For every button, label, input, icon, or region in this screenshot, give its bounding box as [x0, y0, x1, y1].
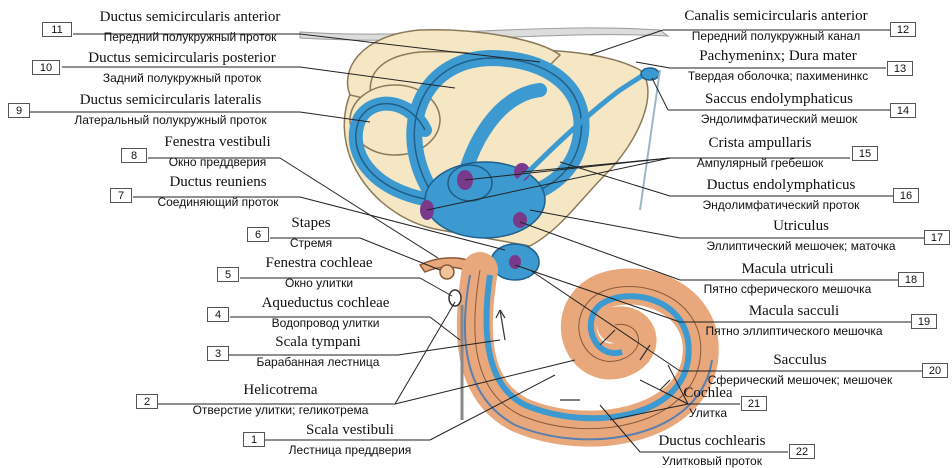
label-fenestra-cochleae: Fenestra cochleae Окно улитки	[244, 256, 394, 289]
label-number-6: 6	[247, 227, 269, 242]
label-number-21: 21	[741, 396, 767, 411]
label-number-19: 19	[911, 314, 937, 329]
label-crista-ampullaris: Crista ampullaris Ампулярный гребешок	[672, 136, 848, 169]
label-cochlea: Cochlea Улитка	[678, 386, 738, 419]
label-number-18: 18	[898, 272, 924, 287]
latin-term: Ductus endolymphaticus	[672, 178, 890, 193]
latin-term: Pachymeninx; Dura mater	[672, 49, 884, 64]
russian-term: Улитковый проток	[638, 455, 786, 467]
russian-term: Твердая оболочка; пахименинкс	[672, 70, 884, 82]
russian-term: Стремя	[272, 237, 350, 249]
label-number-8: 8	[121, 148, 147, 163]
russian-term: Отверстие улитки; геликотрема	[168, 404, 393, 416]
label-number-20: 20	[922, 363, 948, 378]
russian-term: Эндолимфатический мешок	[670, 113, 888, 125]
russian-term: Задний полукружный проток	[68, 72, 296, 84]
label-number-3: 3	[207, 346, 229, 361]
label-scala-vestibuli: Scala vestibuli Лестница преддверия	[270, 423, 430, 456]
label-pachymeninx-dura-mater: Pachymeninx; Dura mater Твердая оболочка…	[672, 49, 884, 82]
russian-term: Передний полукружный канал	[665, 30, 887, 42]
russian-term: Эллиптический мешочек; маточка	[680, 240, 922, 252]
label-number-2: 2	[136, 394, 158, 409]
label-number-4: 4	[207, 307, 229, 322]
label-utriculus: Utriculus Эллиптический мешочек; маточка	[680, 219, 922, 252]
latin-term: Ductus reuniens	[138, 175, 298, 190]
russian-term: Передний полукружный проток	[80, 31, 300, 43]
russian-term: Пятно сферического мешочка	[680, 283, 895, 295]
label-sacculus: Sacculus Сферический мешочек; мешочек	[680, 353, 920, 386]
label-fenestra-vestibuli: Fenestra vestibuli Окно преддверия	[150, 135, 285, 168]
label-macula-utriculi: Macula utriculi Пятно сферического мешоч…	[680, 262, 895, 295]
label-number-5: 5	[217, 267, 239, 282]
cochlea-outer	[465, 270, 712, 439]
label-number-7: 7	[110, 188, 132, 203]
label-number-14: 14	[890, 103, 916, 118]
latin-term: Helicotrema	[168, 383, 393, 398]
label-ductus-semicircularis-anterior: Ductus semicircularis anterior Передний …	[80, 10, 300, 43]
label-ductus-endolymphaticus: Ductus endolymphaticus Эндолимфатический…	[672, 178, 890, 211]
russian-term: Пятно эллиптического мешочка	[680, 325, 908, 337]
latin-term: Macula sacculi	[680, 304, 908, 319]
latin-term: Macula utriculi	[680, 262, 895, 277]
russian-term: Лестница преддверия	[270, 444, 430, 456]
label-number-9: 9	[8, 103, 30, 118]
latin-term: Saccus endolymphaticus	[670, 92, 888, 107]
label-number-13: 13	[887, 61, 913, 76]
label-ductus-reuniens: Ductus reuniens Соединяющий проток	[138, 175, 298, 208]
latin-term: Scala tympani	[238, 335, 398, 350]
latin-term: Cochlea	[678, 386, 738, 401]
latin-term: Utriculus	[680, 219, 922, 234]
label-number-16: 16	[893, 188, 919, 203]
label-number-10: 10	[32, 60, 60, 75]
label-number-11: 11	[42, 22, 72, 37]
latin-term: Ductus semicircularis lateralis	[38, 93, 303, 108]
label-number-15: 15	[852, 146, 878, 161]
label-macula-sacculi: Macula sacculi Пятно эллиптического мешо…	[680, 304, 908, 337]
label-number-17: 17	[924, 230, 950, 245]
russian-term: Окно преддверия	[150, 156, 285, 168]
latin-term: Canalis semicircularis anterior	[665, 9, 887, 24]
russian-term: Улитка	[678, 407, 738, 419]
latin-term: Stapes	[272, 216, 350, 231]
label-ductus-semicircularis-lateralis: Ductus semicircularis lateralis Латераль…	[38, 93, 303, 126]
russian-term: Водопровод улитки	[238, 317, 413, 329]
latin-term: Crista ampullaris	[672, 136, 848, 151]
latin-term: Aqueductus cochleae	[238, 296, 413, 311]
russian-term: Эндолимфатический проток	[672, 199, 890, 211]
russian-term: Ампулярный гребешок	[672, 157, 848, 169]
label-stapes: Stapes Стремя	[272, 216, 350, 249]
latin-term: Ductus semicircularis posterior	[68, 51, 296, 66]
label-saccus-endolymphaticus: Saccus endolymphaticus Эндолимфатический…	[670, 92, 888, 125]
label-number-12: 12	[890, 22, 916, 37]
russian-term: Латеральный полукружный проток	[38, 114, 303, 126]
russian-term: Барабанная лестница	[238, 356, 398, 368]
latin-term: Scala vestibuli	[270, 423, 430, 438]
label-ductus-cochlearis: Ductus cochlearis Улитковый проток	[638, 434, 786, 467]
label-scala-tympani: Scala tympani Барабанная лестница	[238, 335, 398, 368]
label-number-22: 22	[789, 444, 815, 459]
latin-term: Fenestra cochleae	[244, 256, 394, 271]
label-ductus-semicircularis-posterior: Ductus semicircularis posterior Задний п…	[68, 51, 296, 84]
label-canalis-semicircularis-anterior: Canalis semicircularis anterior Передний…	[665, 9, 887, 42]
latin-term: Sacculus	[680, 353, 920, 368]
russian-term: Окно улитки	[244, 277, 394, 289]
latin-term: Fenestra vestibuli	[150, 135, 285, 150]
label-helicotrema: Helicotrema Отверстие улитки; геликотрем…	[168, 383, 393, 416]
label-aqueductus-cochleae: Aqueductus cochleae Водопровод улитки	[238, 296, 413, 329]
latin-term: Ductus cochlearis	[638, 434, 786, 449]
latin-term: Ductus semicircularis anterior	[80, 10, 300, 25]
russian-term: Соединяющий проток	[138, 196, 298, 208]
label-number-1: 1	[243, 432, 265, 447]
